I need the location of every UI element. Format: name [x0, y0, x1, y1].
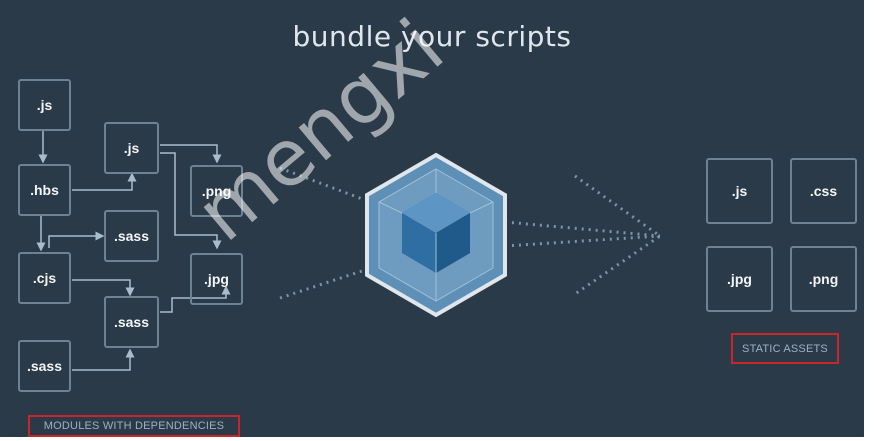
link-js-png [160, 144, 222, 164]
outbound-line-bottom [504, 234, 661, 248]
asset-css: .css [790, 158, 857, 224]
link-sass-sass [72, 348, 135, 371]
bottom-edge [0, 437, 874, 441]
outbound-arrow-head [574, 174, 663, 296]
asset-png: .png [790, 246, 857, 312]
inbound-line-top [279, 166, 366, 202]
link-cjs-sass [72, 279, 135, 297]
link-hbs-js [72, 172, 137, 191]
module-js-center: .js [104, 122, 159, 174]
page-title: bundle your scripts [292, 20, 572, 53]
module-cjs: .cjs [18, 252, 71, 304]
module-js-top: .js [18, 79, 71, 131]
module-sass-left: .sass [18, 340, 71, 392]
link-hbs-sass [48, 231, 105, 248]
asset-jpg: .jpg [706, 246, 773, 312]
modules-caption: MODULES WITH DEPENDENCIES [28, 415, 240, 437]
module-hbs: .hbs [18, 164, 71, 216]
outbound-line-top [504, 220, 661, 238]
module-jpg: .jpg [190, 253, 243, 305]
link-js-jpg [160, 152, 222, 250]
link-sass-jpg [160, 285, 231, 313]
inbound-line-bottom [279, 268, 366, 300]
webpack-cube-icon [365, 152, 507, 318]
asset-js: .js [706, 158, 773, 224]
module-sass-bottom: .sass [104, 296, 159, 348]
module-png: .png [190, 165, 243, 217]
assets-caption: STATIC ASSETS [731, 333, 839, 364]
module-sass-mid: .sass [104, 210, 159, 262]
